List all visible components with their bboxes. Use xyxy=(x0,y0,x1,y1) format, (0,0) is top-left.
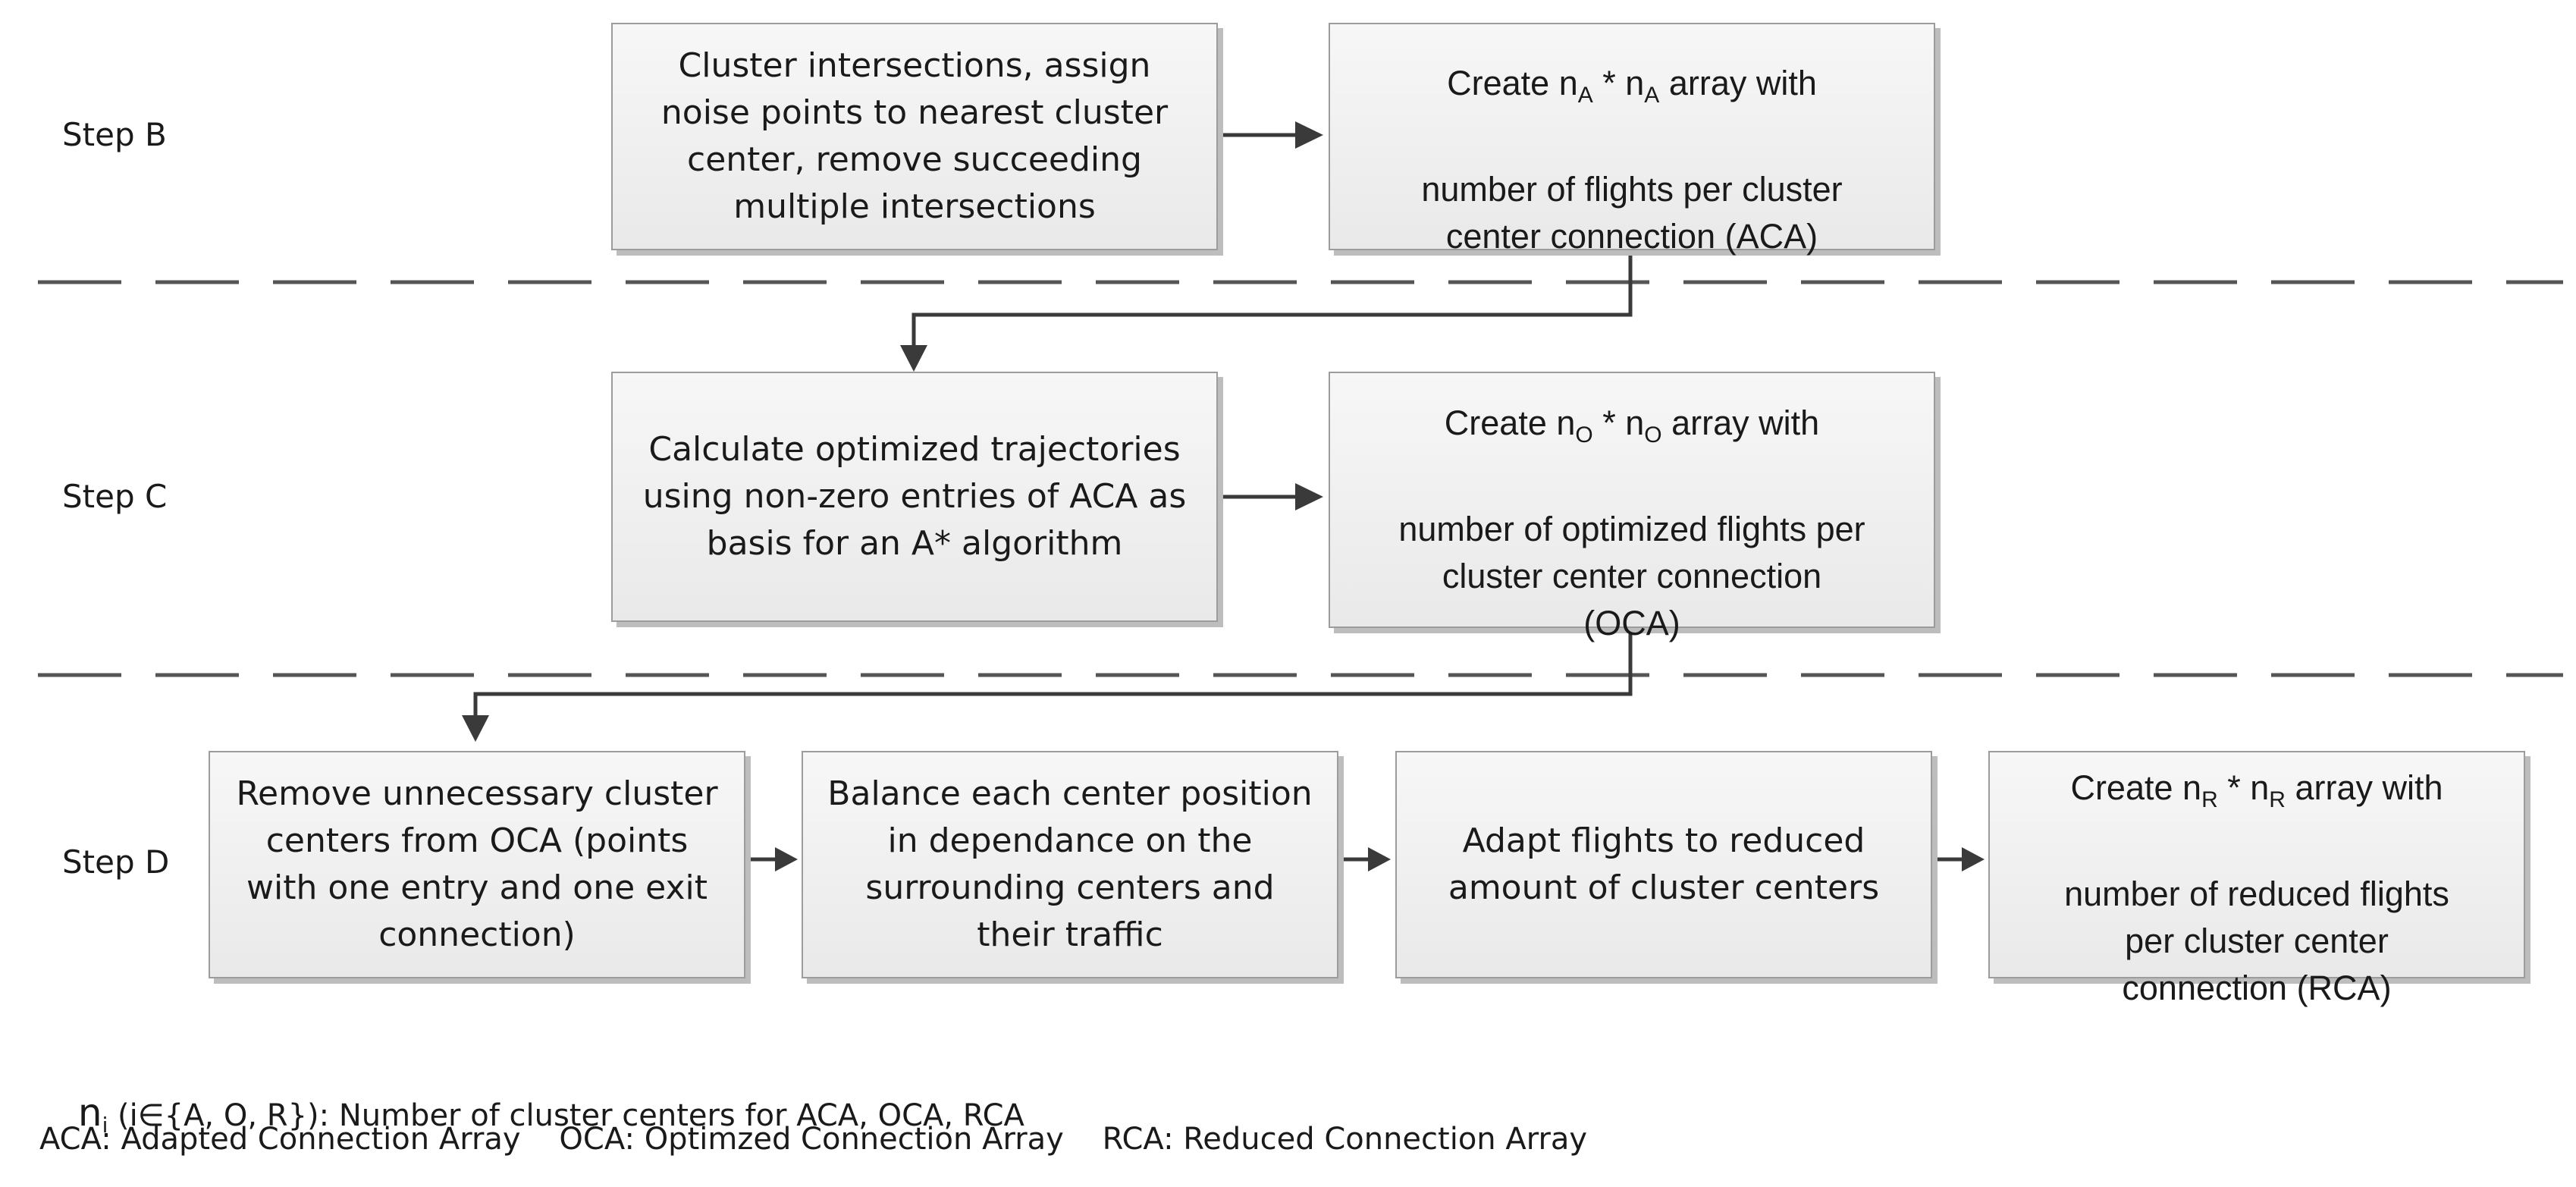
legend-symbol: n xyxy=(77,1091,102,1135)
rca-line1-post: array with xyxy=(2285,768,2443,807)
legend-line-2: ACA: Adapted Connection Array OCA: Optim… xyxy=(39,1122,1588,1157)
step-c-label: Step C xyxy=(62,478,168,515)
arrowhead-c2-d1 xyxy=(462,715,489,742)
aca-line1-mid: * n xyxy=(1592,64,1645,102)
oca-line1-pre: Create n xyxy=(1444,404,1576,442)
box-adapt-flights: Adapt flights to reduced amount of clust… xyxy=(1395,751,1932,978)
step-d-label: Step D xyxy=(62,843,170,881)
aca-sub1: A xyxy=(1577,83,1593,108)
aca-rest: number of flights per cluster center con… xyxy=(1421,170,1843,256)
oca-rest: number of optimized flights per cluster … xyxy=(1398,510,1865,642)
aca-line1-post: array with xyxy=(1659,64,1817,102)
aca-line1-pre: Create n xyxy=(1447,64,1578,102)
arrowhead-b2-c1 xyxy=(900,345,927,372)
oca-sub2: O xyxy=(1644,422,1662,447)
rca-sub2: R xyxy=(2269,787,2286,812)
box-calculate-trajectories: Calculate optimized trajectories using n… xyxy=(611,372,1218,622)
arrowhead-b1-b2 xyxy=(1295,121,1323,149)
arrowhead-d2-d3 xyxy=(1368,847,1391,871)
arrow-c2-d1 xyxy=(473,628,1633,727)
box-create-aca: Create nA * nA array with number of flig… xyxy=(1329,23,1935,256)
rca-sub1: R xyxy=(2201,787,2218,812)
box-create-oca: Create nO * nO array with number of opti… xyxy=(1329,372,1935,642)
box-create-rca: Create nR * nR array with number of redu… xyxy=(1988,751,2525,1007)
rca-line1-pre: Create n xyxy=(2070,768,2202,807)
aca-sub2: A xyxy=(1644,83,1660,108)
oca-sub1: O xyxy=(1575,422,1593,447)
arrow-b2-c1 xyxy=(911,250,1633,356)
legend-subscript: i xyxy=(102,1113,108,1138)
arrowhead-d3-d4 xyxy=(1962,847,1985,871)
rca-line1-mid: * n xyxy=(2217,768,2270,807)
box-create-rca-text: Create nR * nR array with number of redu… xyxy=(2064,718,2449,1012)
box-remove-centers: Remove unnecessary cluster centers from … xyxy=(209,751,745,978)
box-balance-positions: Balance each center position in dependan… xyxy=(802,751,1338,978)
box-cluster-intersections: Cluster intersections, assign noise poin… xyxy=(611,23,1218,250)
legend-definition: (i∈{A, O, R}): Number of cluster centers… xyxy=(108,1098,1024,1133)
box-create-oca-text: Create nO * nO array with number of opti… xyxy=(1398,353,1865,647)
oca-line1-post: array with xyxy=(1661,404,1820,442)
oca-line1-mid: * n xyxy=(1592,404,1645,442)
legend-line-1: ni (i∈{A, O, R}): Number of cluster cent… xyxy=(39,1058,1024,1180)
arrowhead-c1-c2 xyxy=(1295,483,1323,510)
box-create-aca-text: Create nA * nA array with number of flig… xyxy=(1421,13,1842,260)
arrowhead-d1-d2 xyxy=(775,847,798,871)
step-b-label: Step B xyxy=(62,116,167,153)
rca-rest: number of reduced flights per cluster ce… xyxy=(2064,875,2449,1007)
